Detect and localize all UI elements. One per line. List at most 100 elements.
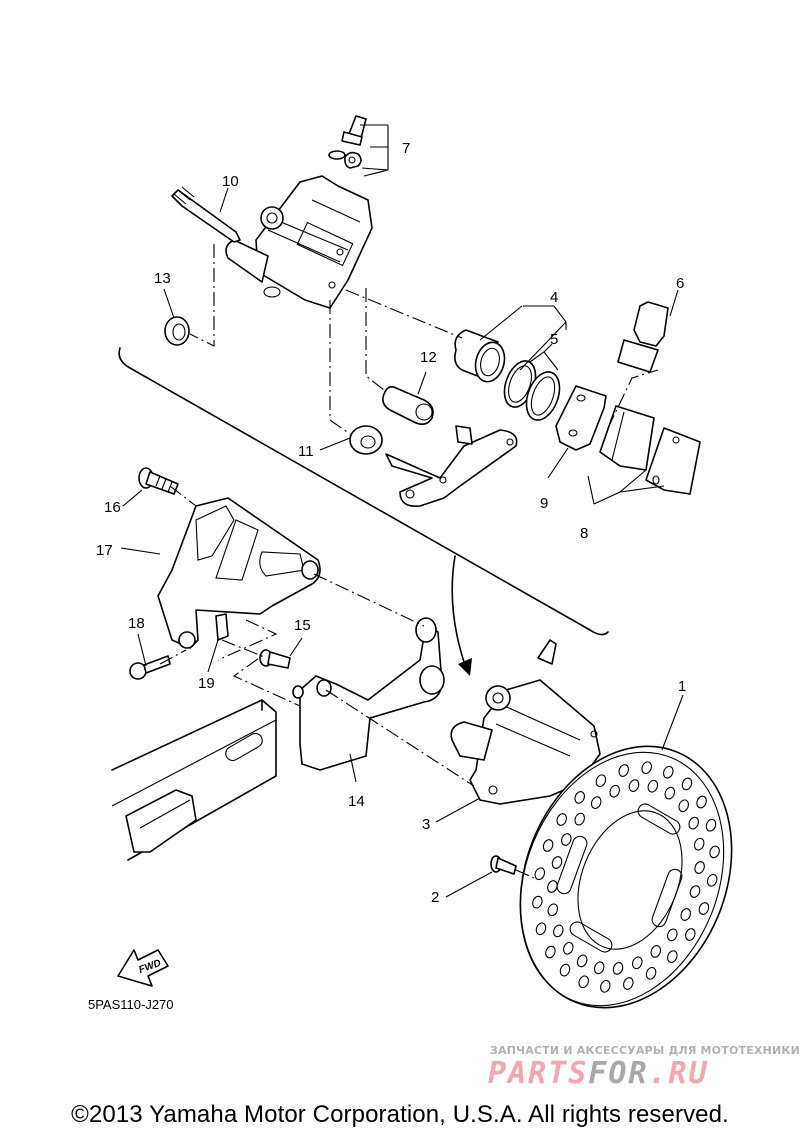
disc-vent-hole: [590, 796, 602, 809]
copyright-notice: ©2013 Yamaha Motor Corporation, U.S.A. A…: [71, 1101, 729, 1128]
disc-vent-hole: [709, 845, 720, 859]
assembly-arrow-head: [458, 658, 472, 676]
disc-vent-hole: [628, 779, 640, 792]
disc-vent-hole: [563, 941, 574, 955]
part-12-boot[interactable]: [382, 386, 434, 426]
disc-vent-hole: [535, 922, 547, 936]
callout-4[interactable]: 4: [550, 289, 558, 306]
disc-vent-hole: [705, 818, 717, 832]
disc-vent-hole: [551, 856, 563, 869]
disc-vent-hole: [663, 765, 674, 779]
part-6-pad-support[interactable]: [617, 301, 669, 373]
callout-18[interactable]: 18: [128, 615, 145, 632]
disc-vent-hole: [593, 961, 605, 975]
disc-vent-hole: [561, 833, 572, 846]
disc-vent-hole: [534, 867, 546, 881]
disc-vent-hole: [694, 861, 705, 874]
callout-17[interactable]: 17: [96, 542, 113, 559]
disc-vent-hole: [650, 945, 662, 958]
callout-7[interactable]: 7: [402, 140, 410, 157]
disc-vent-hole: [574, 812, 585, 826]
callout-6[interactable]: 6: [676, 275, 684, 292]
disc-vent-hole: [678, 799, 689, 813]
callout-15[interactable]: 15: [294, 617, 311, 634]
callout-16[interactable]: 16: [104, 499, 121, 516]
disc-vent-hole: [706, 873, 718, 887]
disc-vent-hole: [609, 784, 620, 798]
disc-vent-hole: [556, 813, 567, 826]
part-4-piston[interactable]: [454, 329, 509, 385]
disc-vent-hole: [623, 977, 634, 990]
callout-12[interactable]: 12: [420, 349, 437, 366]
disc-vent-hole: [696, 795, 707, 809]
callout-10[interactable]: 10: [222, 173, 239, 190]
disc-vent-hole: [576, 954, 588, 968]
part-14-caliper-bracket[interactable]: [292, 617, 445, 771]
disc-vent-hole: [553, 924, 564, 938]
disc-vent-hole: [641, 761, 652, 775]
part-7-bleed-screw[interactable]: [328, 115, 367, 169]
part-2-disc-bolt[interactable]: [490, 855, 517, 875]
disc-vent-hole: [532, 895, 543, 909]
part-9-pad-shim[interactable]: [555, 385, 607, 451]
disc-vent-holes: [532, 761, 720, 993]
disc-vent-hole: [578, 975, 589, 989]
part-1-brake-disc[interactable]: [483, 714, 770, 1039]
slide-pin-bracket[interactable]: [385, 425, 518, 508]
disc-vent-hole: [689, 885, 701, 898]
callout-8[interactable]: 8: [580, 525, 588, 542]
caliper-body-exploded[interactable]: [225, 175, 373, 309]
callout-9[interactable]: 9: [540, 495, 548, 512]
part-5-piston-seals[interactable]: [499, 357, 566, 425]
disc-vent-hole: [574, 791, 585, 804]
part-8-brake-pads[interactable]: [599, 405, 701, 495]
callout-leaders: [120, 124, 684, 898]
callout-1[interactable]: 1: [678, 678, 686, 695]
callout-3[interactable]: 3: [422, 816, 430, 833]
part-13-boot[interactable]: [164, 316, 190, 346]
callout-13[interactable]: 13: [154, 270, 171, 287]
disc-vent-hole: [667, 950, 678, 963]
watermark-logo: PARTSFOR.RU: [488, 1056, 709, 1091]
fwd-direction-arrow: FWD: [117, 949, 169, 987]
assembly-arrow: [451, 555, 467, 669]
part-3-caliper-assembly[interactable]: [450, 639, 601, 805]
disc-vent-hole: [685, 928, 696, 941]
disc-vent-hole: [688, 816, 699, 830]
disc-vent-hole: [600, 979, 611, 993]
disc-vent-hole: [547, 903, 559, 917]
disc-vent-hole: [595, 774, 607, 788]
watermark-logo-for: FOR: [588, 1056, 649, 1091]
watermark-logo-ru: .RU: [648, 1056, 709, 1091]
disc-vent-hole: [693, 837, 705, 851]
disc-vent-hole: [645, 966, 657, 980]
callout-14[interactable]: 14: [348, 793, 365, 810]
swingarm: [111, 699, 277, 861]
disc-vent-hole: [664, 786, 676, 800]
disc-vent-hole: [547, 880, 558, 893]
disc-vent-hole: [632, 956, 643, 970]
disc-vent-hole: [559, 963, 571, 977]
part-18-bolt[interactable]: [129, 655, 171, 680]
callout-19[interactable]: 19: [198, 675, 215, 692]
watermark-logo-parts: PARTS: [488, 1056, 589, 1091]
part-11-boot[interactable]: [349, 425, 383, 455]
callout-2[interactable]: 2: [431, 889, 439, 906]
disc-vent-hole: [647, 779, 659, 793]
part-17-disc-cover[interactable]: [157, 497, 321, 649]
part-16-bolt[interactable]: [138, 467, 179, 495]
part-15-bolt[interactable]: [259, 649, 291, 669]
disc-vent-hole: [667, 928, 678, 942]
part-19-clip[interactable]: [215, 613, 229, 641]
watermark-tagline: ЗАПЧАСТИ И АКСЕССУАРЫ ДЛЯ МОТОТЕХНИКИ: [490, 1044, 800, 1057]
diagram-code: 5PAS110-J270: [88, 997, 174, 1012]
callout-labels: 1 2 3 4 5 6 7 8 9 10 11 12 13 14 15 16 1…: [96, 140, 686, 906]
disc-vent-hole: [542, 839, 554, 852]
assembly-centerlines: [159, 244, 659, 879]
callout-5[interactable]: 5: [550, 331, 558, 348]
callout-11[interactable]: 11: [298, 443, 314, 460]
disc-vent-hole: [681, 777, 693, 791]
disc-vent-hole: [698, 902, 710, 915]
part-10-caliper-pin[interactable]: [171, 186, 241, 243]
